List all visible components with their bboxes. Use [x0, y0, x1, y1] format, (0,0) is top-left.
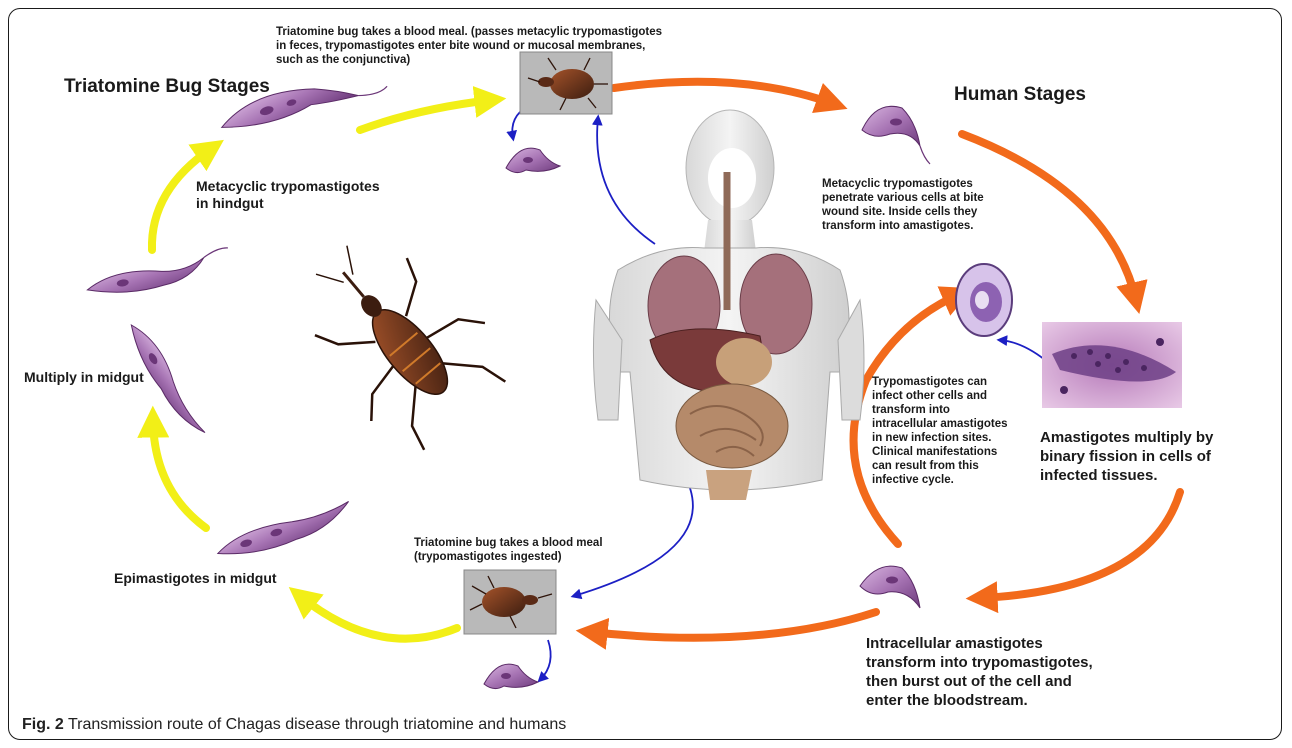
- trypomastigote-icon: [862, 106, 930, 164]
- bug-photo-bottom: [464, 570, 556, 634]
- figure-number: Fig. 2: [22, 716, 64, 733]
- intracellular-transform-label: Intracellular amastigotes transform into…: [866, 634, 1093, 710]
- trypomastigotes-infect-label: Trypomastigotes can infect other cells a…: [872, 375, 1008, 487]
- human-stages-heading: Human Stages: [954, 84, 1086, 106]
- metacyclic-penetrate-label: Metacyclic trypomastigotes penetrate var…: [822, 177, 984, 233]
- blood-meal-bottom-label: Triatomine bug takes a blood meal (trypo…: [414, 536, 603, 564]
- multiply-midgut-label: Multiply in midgut: [24, 369, 144, 386]
- blood-meal-top-label: Triatomine bug takes a blood meal. (pass…: [276, 25, 662, 67]
- arrow-to-bug-meal-bottom: [590, 612, 876, 638]
- infected-tissue-image: [1042, 322, 1182, 408]
- trypomastigote-icon: [506, 148, 560, 172]
- amastigote-icon: [956, 264, 1012, 336]
- metacyclic-hindgut-label: Metacyclic trypomastigotes in hindgut: [196, 178, 380, 212]
- arrow-to-bug-meal: [360, 100, 492, 130]
- epimastigote-icon: [214, 501, 355, 562]
- arrow-to-multiply: [153, 420, 206, 528]
- human-torso-image: [593, 110, 864, 500]
- figure-caption-text: Transmission route of Chagas disease thr…: [64, 716, 567, 733]
- bug-stages-heading: Triatomine Bug Stages: [64, 76, 270, 98]
- triatomine-bug-image: [275, 210, 522, 464]
- amastigotes-multiply-label: Amastigotes multiply by binary fission i…: [1040, 428, 1213, 485]
- trypomastigote-icon: [860, 566, 920, 608]
- arrow-to-epimastigotes: [300, 596, 457, 639]
- arrow-to-human-meta: [614, 82, 834, 104]
- trypomastigote-icon: [84, 248, 232, 298]
- arrow-to-intracellular: [980, 492, 1180, 598]
- figure-caption: Fig. 2 Transmission route of Chagas dise…: [22, 716, 566, 734]
- trypomastigote-icon: [484, 664, 538, 688]
- epimastigotes-midgut-label: Epimastigotes in midgut: [114, 570, 277, 587]
